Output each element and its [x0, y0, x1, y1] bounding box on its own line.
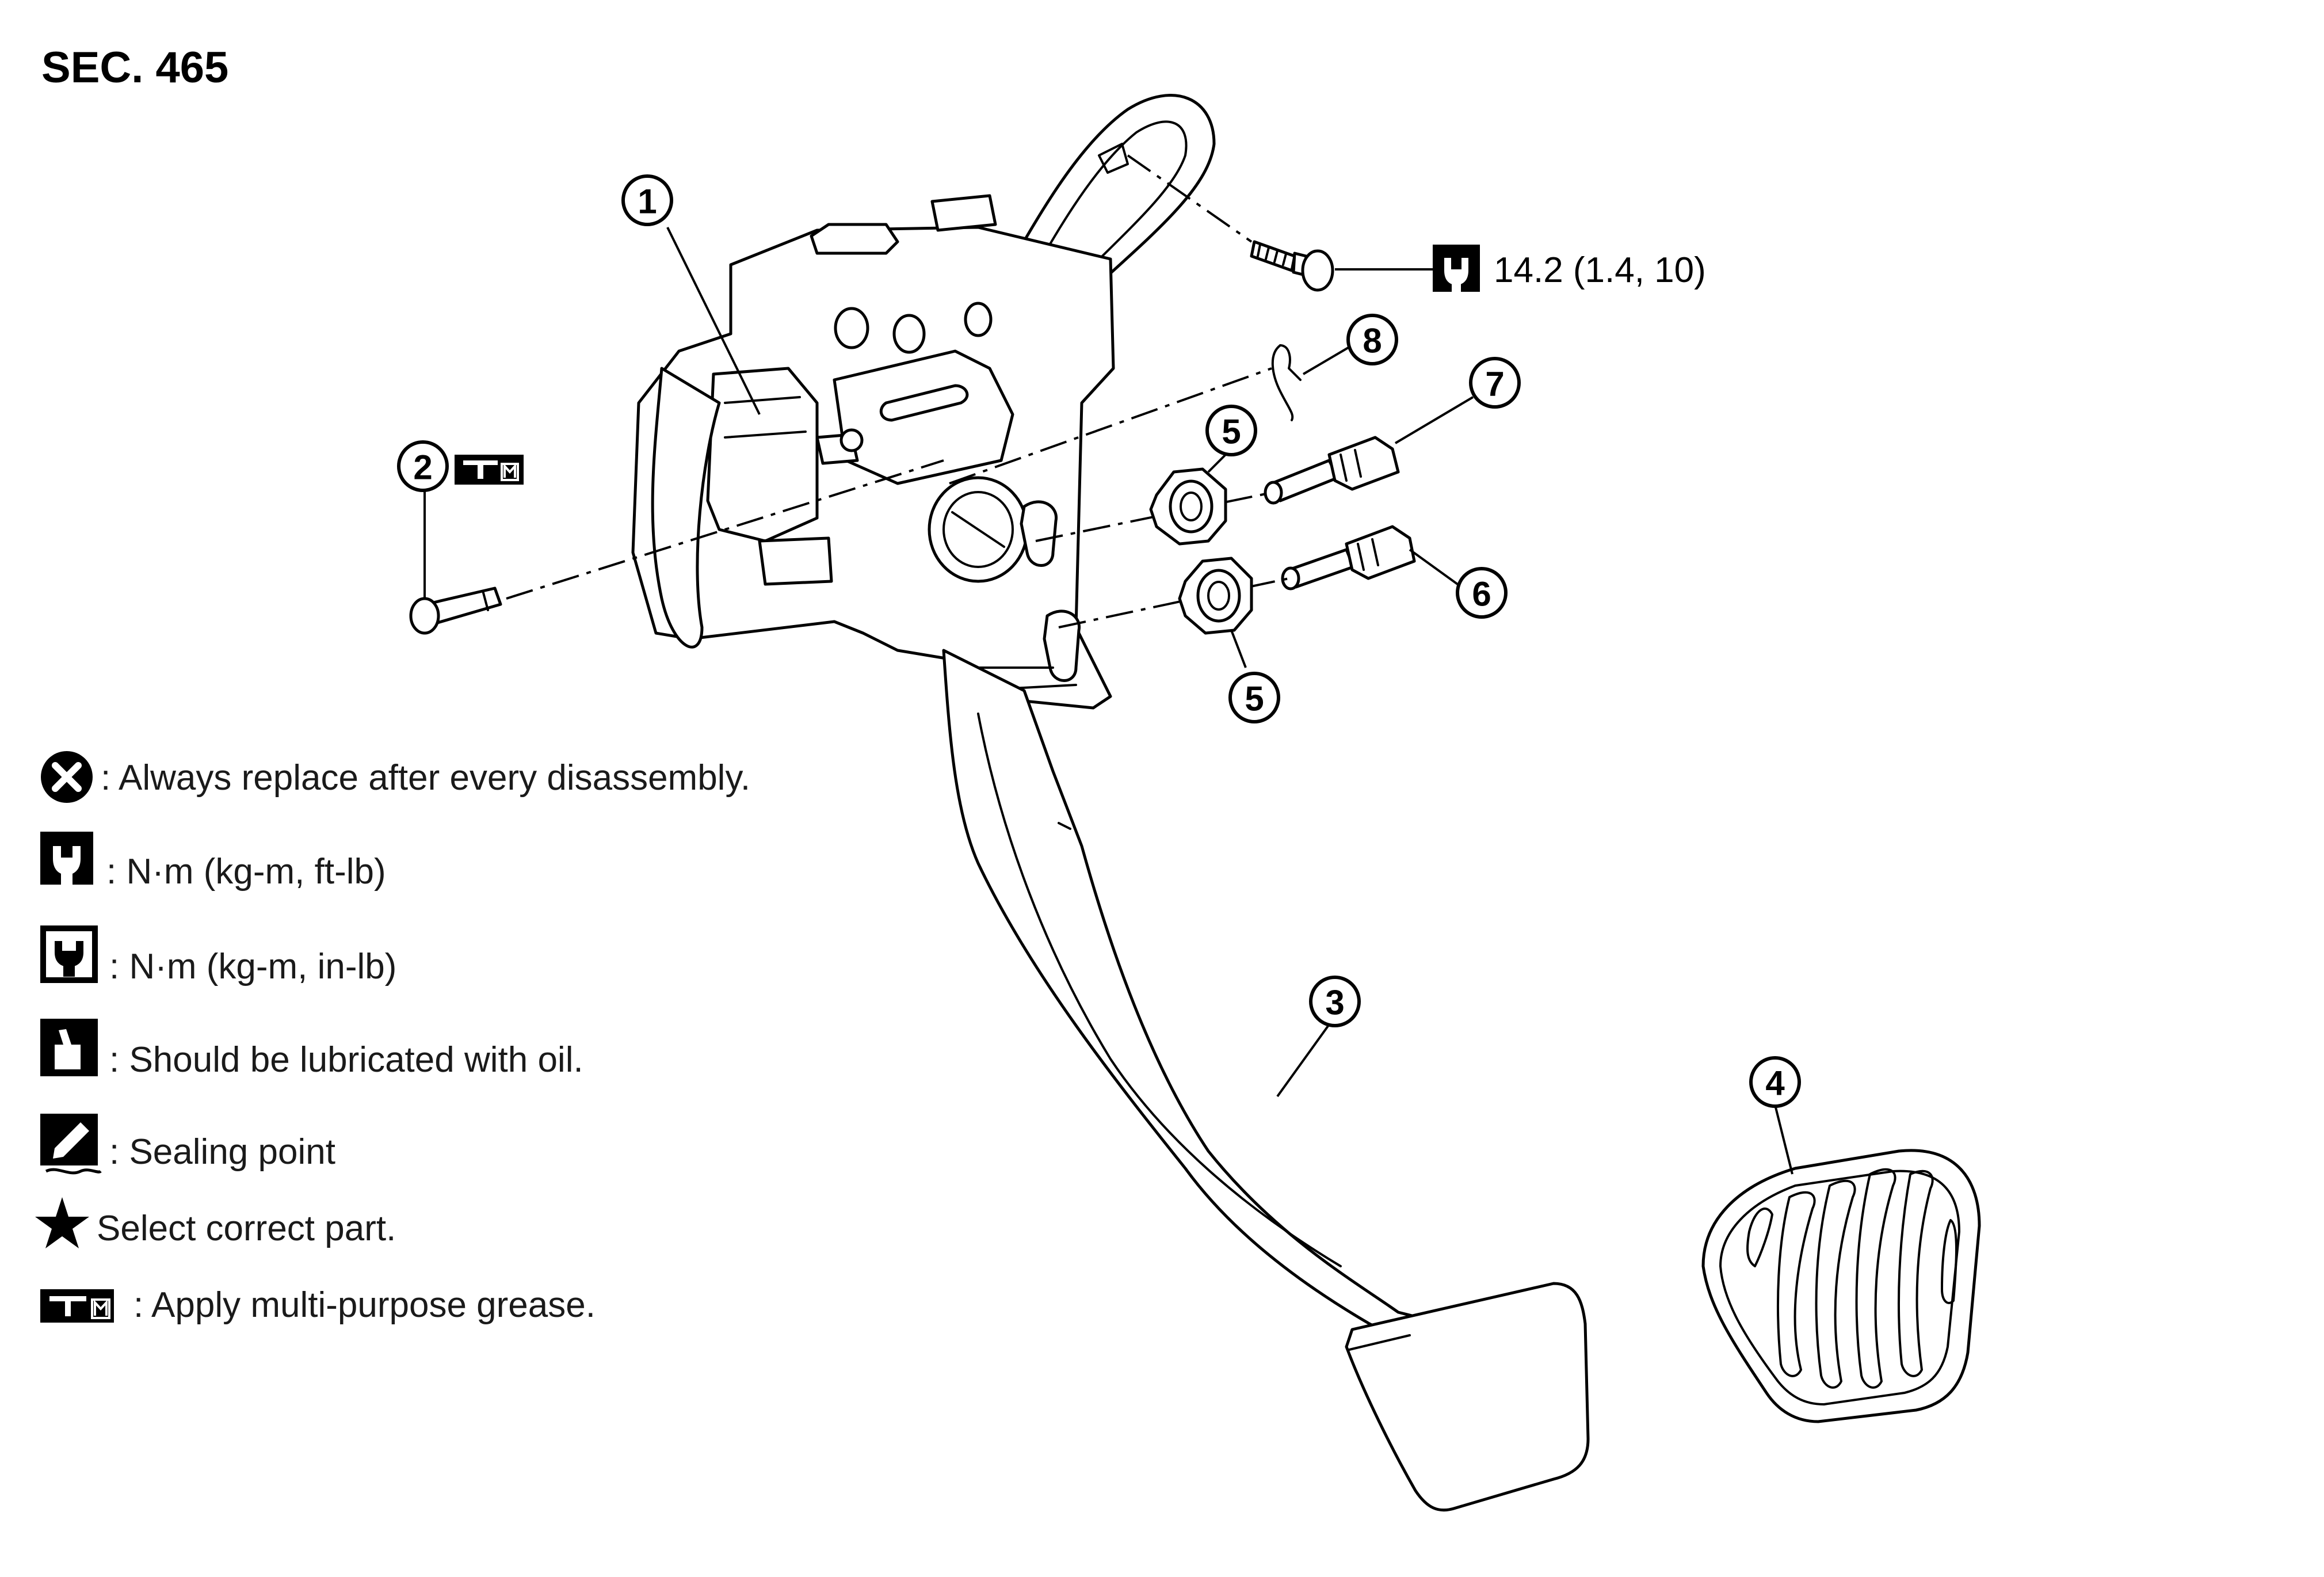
section-label: SEC. 465	[41, 43, 228, 92]
svg-text:1: 1	[638, 182, 657, 221]
callout-2: 2	[397, 440, 449, 492]
pedal-bracket-assembly	[631, 94, 1216, 710]
callout-4: 4	[1749, 1056, 1801, 1108]
oil-can-icon	[40, 1019, 98, 1076]
switch-clip-upper	[1149, 454, 1227, 546]
callout-1: 1	[621, 174, 673, 226]
legend-oil: : Should be lubricated with oil.	[109, 1040, 583, 1080]
callout-5-upper: 5	[1205, 405, 1257, 456]
always-replace-icon	[41, 751, 93, 803]
legend-always-replace: : Always replace after every disassembly…	[101, 758, 750, 798]
callout-3: 3	[1309, 976, 1361, 1027]
svg-text:5: 5	[1222, 413, 1241, 451]
switch-clip-lower	[1178, 557, 1253, 668]
torque-wrench-in-lb-icon	[40, 925, 98, 983]
svg-text:6: 6	[1472, 575, 1491, 614]
svg-text:5: 5	[1245, 680, 1264, 718]
legend-torque-in-lb: : N·m (kg-m, in-lb)	[109, 947, 396, 986]
stop-lamp-switch	[1035, 396, 1474, 542]
multi-purpose-grease-icon-legend	[40, 1289, 114, 1323]
callout-5-lower: 5	[1228, 672, 1280, 723]
torque-spec: 14.2 (1.4, 10)	[1494, 250, 1706, 290]
callout-8: 8	[1346, 314, 1398, 365]
legend-torque-ft-lb: : N·m (kg-m, ft-lb)	[106, 852, 386, 892]
torque-wrench-ft-lb-icon	[40, 832, 93, 885]
sealing-point-icon	[40, 1114, 102, 1175]
pedal-plate	[1345, 1282, 1590, 1512]
callout-7: 7	[1469, 357, 1521, 409]
ascd-cancel-switch	[1058, 525, 1463, 628]
torque-wrench-icon	[1433, 245, 1480, 292]
clevis-pin	[409, 459, 944, 635]
svg-text:3: 3	[1325, 984, 1344, 1022]
svg-text:2: 2	[413, 448, 432, 487]
svg-text:8: 8	[1363, 322, 1382, 360]
pedal-pad	[1701, 1149, 1981, 1423]
snap-pin	[949, 344, 1353, 485]
bracket-bolt	[1127, 154, 1433, 292]
legend-sealing: : Sealing point	[109, 1132, 335, 1172]
svg-text:4: 4	[1765, 1064, 1785, 1103]
legend-grease: : Apply multi-purpose grease.	[133, 1285, 596, 1325]
callout-6: 6	[1456, 567, 1508, 619]
legend-select-part: Select correct part.	[97, 1209, 396, 1248]
svg-text:7: 7	[1485, 365, 1504, 403]
star-icon	[35, 1197, 89, 1248]
brake-pedal-arm	[942, 649, 1423, 1343]
legend: : Always replace after every disassembly…	[35, 751, 750, 1325]
multi-purpose-grease-icon	[455, 455, 524, 485]
